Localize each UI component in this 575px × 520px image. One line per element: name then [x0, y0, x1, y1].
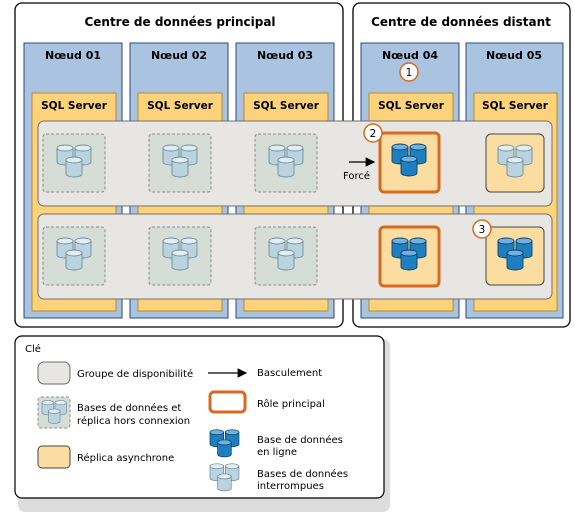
callout-number: 1: [406, 67, 413, 79]
callout-2: 2: [363, 123, 383, 143]
node-04-label: Nœud 04: [382, 49, 438, 62]
node-05-sql-server-label: SQL Server: [482, 100, 549, 112]
node-03-sql-server-label: SQL Server: [253, 100, 320, 112]
offline-replica-node03-ag1: [254, 133, 318, 193]
node-01-sql-server-label: SQL Server: [41, 100, 108, 112]
legend-async-replica-label: Réplica asynchrone: [77, 452, 174, 464]
callout-number: 3: [479, 224, 486, 236]
callout-3: 3: [472, 219, 492, 239]
primary-replica-ag1: [378, 131, 441, 194]
primary-datacenter-title: Centre de données principal: [84, 15, 275, 29]
primary-replica-ag2: [378, 225, 441, 288]
legend-availability-group-swatch: [37, 361, 71, 385]
legend-online-label-line1: Base de données: [257, 434, 343, 446]
legend-online-label-line2: en ligne: [257, 447, 297, 458]
legend-async-replica-swatch: [37, 445, 71, 469]
legend-title: Clé: [25, 343, 41, 355]
callout-number: 2: [370, 128, 377, 140]
node-03-label: Nœud 03: [257, 49, 313, 62]
forced-failover: Forcé: [343, 157, 376, 182]
legend-availability-group-label: Groupe de disponibilité: [77, 368, 193, 380]
node-01-label: Nœud 01: [45, 49, 101, 62]
legend: Clé Groupe de disponibilité Bases de don…: [14, 335, 390, 512]
callout-circle: [472, 219, 492, 239]
offline-replica-node01-ag1: [42, 133, 106, 193]
remote-datacenter-title: Centre de données distant: [371, 15, 551, 29]
offline-replica-node03-ag2: [254, 226, 318, 286]
callout-circle: [399, 62, 419, 82]
offline-replicas: [42, 133, 318, 286]
offline-replica-node02-ag1: [148, 133, 212, 193]
callout-circle: [363, 123, 383, 143]
node-02-label: Nœud 02: [151, 49, 207, 62]
callout-1: 1: [399, 62, 419, 82]
node-02-sql-server-label: SQL Server: [147, 100, 214, 112]
async-replica-ag2: [485, 226, 545, 286]
forced-label: Forcé: [343, 170, 370, 182]
legend-frame: [14, 335, 385, 499]
legend-suspended-label-line2: interrompues: [257, 481, 324, 492]
legend-failover-label: Basculement: [257, 368, 322, 379]
offline-replica-node01-ag2: [42, 226, 106, 286]
legend-offline-label-line2: réplica hors connexion: [77, 415, 190, 427]
legend-offline-label-line1: Bases de données et: [77, 402, 181, 414]
node-04-sql-server-label: SQL Server: [378, 100, 445, 112]
legend-primary-role-swatch: [208, 390, 247, 414]
async-replica-ag1: [485, 133, 545, 193]
offline-replica-node02-ag2: [148, 226, 212, 286]
legend-suspended-label-line1: Bases de données: [257, 468, 348, 480]
legend-primary-role-label: Rôle principal: [257, 398, 325, 410]
node-05-label: Nœud 05: [486, 49, 542, 62]
